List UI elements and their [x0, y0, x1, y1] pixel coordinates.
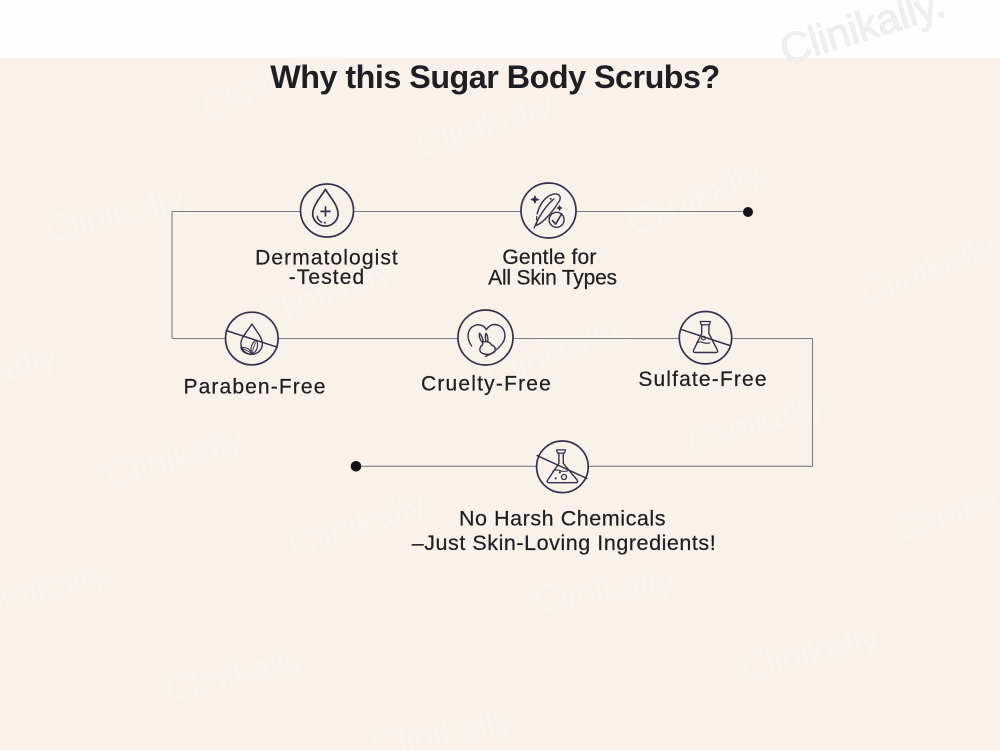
- svg-text:Cruelty-Free: Cruelty-Free: [421, 373, 552, 396]
- svg-text:All Skin Types: All Skin Types: [488, 267, 617, 290]
- svg-text:–Just Skin-Loving Ingredients!: –Just Skin-Loving Ingredients!: [412, 531, 717, 555]
- svg-text:Dermatologist: Dermatologist: [255, 246, 399, 269]
- svg-text:Why this Sugar Body Scrubs?: Why this Sugar Body Scrubs?: [270, 59, 719, 95]
- svg-text:Sulfate-Free: Sulfate-Free: [638, 368, 767, 391]
- svg-text:Gentle for: Gentle for: [502, 246, 596, 269]
- svg-text:Paraben-Free: Paraben-Free: [183, 375, 326, 398]
- svg-text:-Tested: -Tested: [289, 266, 366, 289]
- svg-text:No Harsh Chemicals: No Harsh Chemicals: [459, 507, 666, 531]
